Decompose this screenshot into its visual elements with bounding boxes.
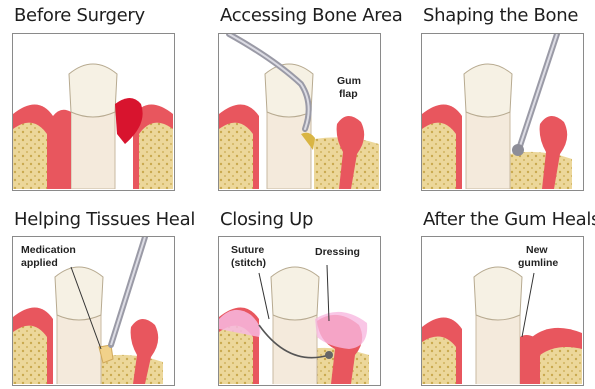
panel-helping-tissues-heal: Medication applied <box>12 236 175 386</box>
panel-title-shaping-the-bone: Shaping the Bone <box>423 6 578 26</box>
panel-shaping-the-bone <box>421 33 584 191</box>
gum-label: Gum <box>337 75 361 87</box>
panel-title-helping-tissues-heal: Helping Tissues Heal <box>14 210 195 230</box>
panel-title-before-surgery: Before Surgery <box>14 6 145 26</box>
flap-label: flap <box>339 88 358 100</box>
helping-tissues-illustration: Medication applied <box>13 237 173 384</box>
panel-title-accessing-bone-area: Accessing Bone Area <box>220 6 402 26</box>
new-label: New <box>526 244 548 256</box>
panel-accessing-bone-area: Gum flap <box>218 33 381 191</box>
accessing-bone-illustration: Gum flap <box>219 34 379 189</box>
closing-up-illustration: Suture (stitch) Dressing <box>219 237 379 384</box>
panel-title-after-gum-heals: After the Gum Heals <box>423 210 595 230</box>
after-gum-heals-illustration: New gumline <box>422 237 582 384</box>
gumline-label: gumline <box>518 257 558 269</box>
stitch-label: (stitch) <box>231 257 266 269</box>
dressing-label: Dressing <box>315 246 360 258</box>
shaping-bone-illustration <box>422 34 582 189</box>
suture-label: Suture <box>231 244 264 256</box>
panel-title-closing-up: Closing Up <box>220 210 313 230</box>
panel-before-surgery <box>12 33 175 191</box>
before-surgery-illustration <box>13 34 173 189</box>
medication-label: Medication <box>21 244 76 256</box>
panel-closing-up: Suture (stitch) Dressing <box>218 236 381 386</box>
applied-label: applied <box>21 257 58 269</box>
panel-after-gum-heals: New gumline <box>421 236 584 386</box>
